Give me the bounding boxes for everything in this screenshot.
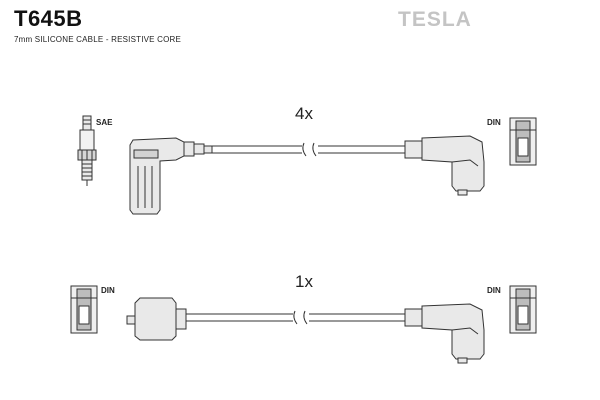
cable-description: 7mm SILICONE CABLE - RESISTIVE CORE [14, 35, 182, 44]
lead-2-left-connector-label: DIN [101, 286, 115, 295]
din-terminal-icon [509, 117, 537, 166]
lead-2-cable [186, 310, 405, 325]
lead-2-right-connector-label: DIN [487, 286, 501, 295]
lead-2-left-boot [126, 297, 187, 341]
lead-2-quantity: 1x [295, 272, 313, 291]
lead-1-quantity: 4x [295, 104, 313, 123]
part-number: T645B [14, 6, 83, 31]
lead-1-right-boot [404, 135, 485, 196]
spark-plug-icon [77, 115, 97, 186]
lead-1-cable [212, 142, 405, 157]
brand-logo: TESLA [398, 8, 472, 31]
lead-1-left-boot [129, 137, 213, 215]
lead-1-left-connector-label: SAE [96, 118, 113, 127]
din-terminal-icon [70, 285, 98, 334]
lead-2-right-boot [404, 303, 485, 364]
lead-1-right-connector-label: DIN [487, 118, 501, 127]
din-terminal-icon [509, 285, 537, 334]
